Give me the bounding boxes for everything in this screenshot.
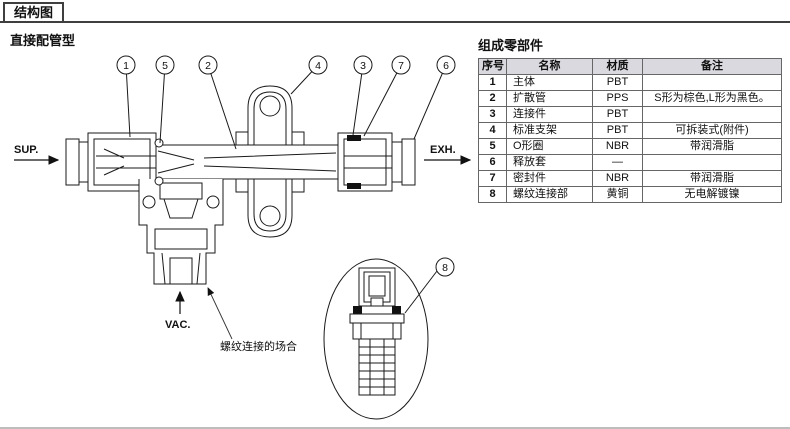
table-row: 7 密封件 NBR 带润滑脂 — [478, 170, 782, 187]
callout-4 — [308, 55, 328, 75]
callout-7 — [391, 55, 411, 75]
table-row: 1 主体 PBT — [478, 74, 782, 91]
col-header-remark: 备注 — [642, 58, 782, 75]
vac-label: VAC. — [165, 319, 190, 331]
cell-name: 标准支架 — [506, 122, 593, 139]
exh-label: EXH. — [430, 144, 456, 156]
parts-table-title: 组成零部件 — [478, 38, 544, 53]
callout-8-leader — [404, 270, 438, 314]
callout-5-label: 5 — [162, 60, 168, 72]
callout-1-label: 1 — [123, 60, 129, 72]
cell-no: 1 — [478, 74, 507, 91]
cell-material: NBR — [592, 138, 643, 155]
cell-material: PPS — [592, 90, 643, 107]
callout-4-label: 4 — [315, 60, 321, 72]
mounting-bracket-top — [235, 85, 305, 146]
cell-material: PBT — [592, 74, 643, 91]
content: 直接配管型 SUP. EXH. — [0, 23, 790, 427]
table-row: 6 释放套 — — [478, 154, 782, 171]
cell-remark: 可拆装式(附件) — [642, 122, 782, 139]
callout-6 — [436, 55, 456, 75]
table-row: 2 扩散管 PPS S形为棕色,L形为黑色。 — [478, 90, 782, 107]
inset-seal-right — [392, 306, 401, 314]
callout-8 — [435, 257, 455, 277]
cell-name: 释放套 — [506, 154, 593, 171]
sup-label: SUP. — [14, 144, 38, 156]
callout-3-label: 3 — [360, 60, 366, 72]
o-ring-section-bottom — [154, 176, 164, 186]
gasket-seal-top — [347, 135, 361, 141]
callout-1 — [116, 55, 136, 75]
cell-name: 扩散管 — [506, 90, 593, 107]
callout-6-label: 6 — [443, 60, 449, 72]
cell-name: 螺纹连接部 — [506, 186, 593, 203]
cell-no: 3 — [478, 106, 507, 123]
table-header-row: 序号 名称 材质 备注 — [478, 58, 782, 75]
page-header: 结构图 — [0, 0, 790, 23]
threaded-stem — [358, 338, 396, 396]
cell-name: 密封件 — [506, 170, 593, 187]
mounting-bracket-bottom — [235, 178, 305, 238]
vac-branch — [138, 179, 224, 285]
col-header-material: 材质 — [592, 58, 643, 75]
thread-note-leader — [207, 287, 233, 340]
left-fitting — [65, 132, 157, 192]
table-row: 8 螺纹连接部 黄铜 无电解镀镍 — [478, 186, 782, 203]
cell-remark: 带润滑脂 — [642, 170, 782, 187]
cell-material: PBT — [592, 122, 643, 139]
callout-2-label: 2 — [205, 60, 211, 72]
cell-remark: S形为棕色,L形为黑色。 — [642, 90, 782, 107]
parts-table: 序号 名称 材质 备注 1 主体 PBT 2 扩散管 — [478, 58, 782, 203]
cell-remark — [642, 74, 782, 91]
structure-diagram: SUP. EXH. — [14, 55, 472, 420]
callout-2 — [198, 55, 218, 75]
inset-detail — [323, 258, 429, 420]
cell-remark — [642, 154, 782, 171]
callout-3 — [353, 55, 373, 75]
cell-material: — — [592, 154, 643, 171]
cell-material: NBR — [592, 170, 643, 187]
cell-no: 4 — [478, 122, 507, 139]
cell-no: 5 — [478, 138, 507, 155]
cell-no: 2 — [478, 90, 507, 107]
cell-material: 黄铜 — [592, 186, 643, 203]
parts-panel: 组成零部件 序号 名称 材质 备注 1 主体 PBT — [478, 23, 790, 427]
cell-name: 主体 — [506, 74, 593, 91]
callout-5 — [155, 55, 175, 75]
page-title: 结构图 — [3, 2, 65, 23]
cell-remark: 带润滑脂 — [642, 138, 782, 155]
o-ring-section-top — [154, 138, 164, 148]
callout-7-label: 7 — [398, 60, 404, 72]
cell-material: PBT — [592, 106, 643, 123]
callouts: 1 5 2 4 3 7 6 — [116, 55, 456, 150]
inset-seal-left — [353, 306, 362, 314]
table-row: 4 标准支架 PBT 可拆装式(附件) — [478, 122, 782, 139]
col-header-name: 名称 — [506, 58, 593, 75]
body-tube — [155, 144, 339, 180]
cell-remark — [642, 106, 782, 123]
gasket-seal-bottom — [347, 183, 361, 189]
callout-8-label: 8 — [442, 262, 448, 274]
table-row: 5 O形圈 NBR 带润滑脂 — [478, 138, 782, 155]
cell-remark: 无电解镀镍 — [642, 186, 782, 203]
table-row: 3 连接件 PBT — [478, 106, 782, 123]
cell-no: 8 — [478, 186, 507, 203]
cell-no: 7 — [478, 170, 507, 187]
cell-no: 6 — [478, 154, 507, 171]
cell-name: 连接件 — [506, 106, 593, 123]
diagram-panel: 直接配管型 SUP. EXH. — [0, 23, 478, 427]
section-title: 直接配管型 — [10, 33, 76, 48]
right-fitting — [337, 132, 416, 192]
thread-note-label: 螺纹连接的场合 — [220, 339, 297, 353]
col-header-no: 序号 — [478, 58, 507, 75]
cell-name: O形圈 — [506, 138, 593, 155]
